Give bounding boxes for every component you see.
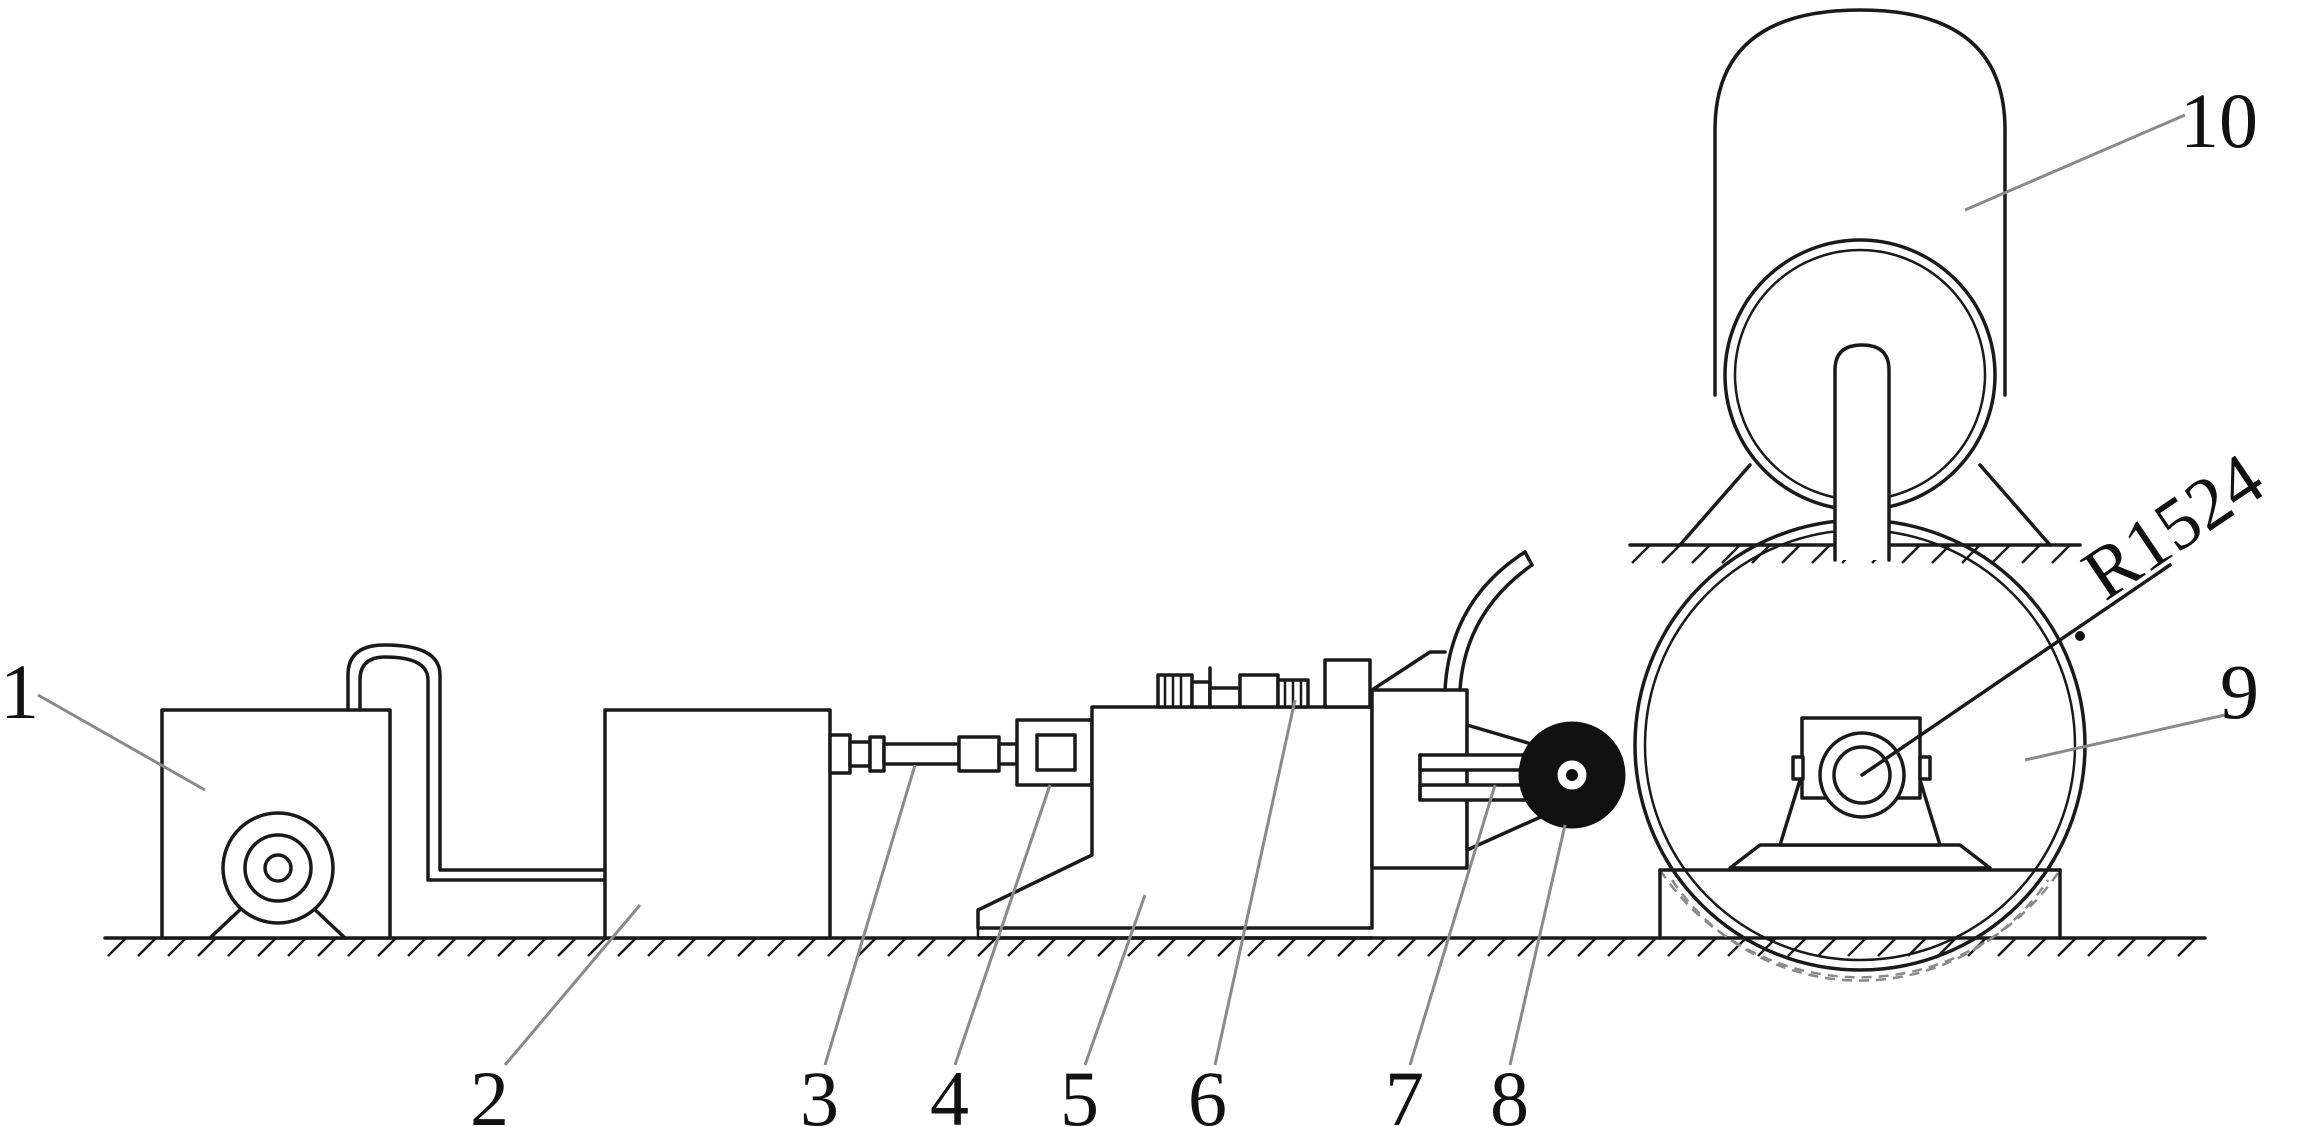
leader-lines (37, 113, 2226, 1066)
label-10: 10 (2180, 77, 2258, 164)
test-wheel (1518, 721, 1626, 829)
drive-shaft (828, 733, 1019, 775)
upper-tank (1678, 8, 2052, 562)
label-2: 2 (470, 1055, 509, 1127)
label-7: 7 (1385, 1055, 1424, 1127)
actuator (1370, 550, 1547, 870)
control-box (603, 708, 832, 940)
connecting-pipe (346, 643, 607, 882)
motor-unit (160, 708, 392, 940)
label-4: 4 (930, 1055, 969, 1127)
top-mechanism (1156, 658, 1372, 709)
label-8: 8 (1490, 1055, 1529, 1127)
label-6: 6 (1188, 1055, 1227, 1127)
ground-hatching (107, 937, 2197, 957)
label-1: 1 (0, 648, 39, 735)
label-3: 3 (800, 1055, 839, 1127)
coupling (1015, 718, 1094, 787)
radius-label: R1524 (2069, 438, 2278, 616)
part-labels: 1 2 3 4 5 6 7 8 9 10 (0, 77, 2259, 1127)
label-9: 9 (2220, 648, 2259, 735)
label-5: 5 (1060, 1055, 1099, 1127)
large-drum (1633, 518, 2087, 982)
